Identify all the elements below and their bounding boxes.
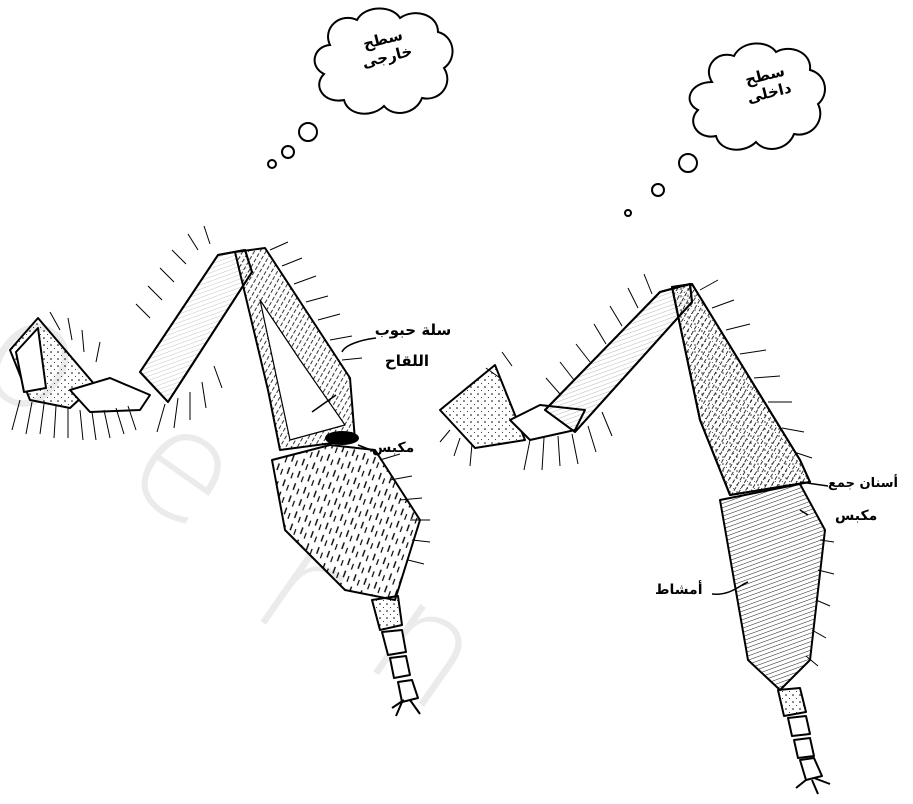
right-press-label: مكبس bbox=[835, 508, 877, 524]
left-leg bbox=[10, 248, 420, 716]
pollen-basket-line1: سلة حبوب bbox=[372, 322, 454, 339]
right-leg bbox=[440, 284, 830, 794]
pollen-basket-label: سلة حبوب اللقاح bbox=[372, 322, 454, 371]
collection-teeth-label: أسنان جمع bbox=[828, 477, 898, 492]
left-press-label: مكبس bbox=[372, 440, 414, 456]
pollen-basket-line2: اللقاح bbox=[372, 353, 442, 370]
combs-label: أمشاط bbox=[655, 582, 703, 598]
